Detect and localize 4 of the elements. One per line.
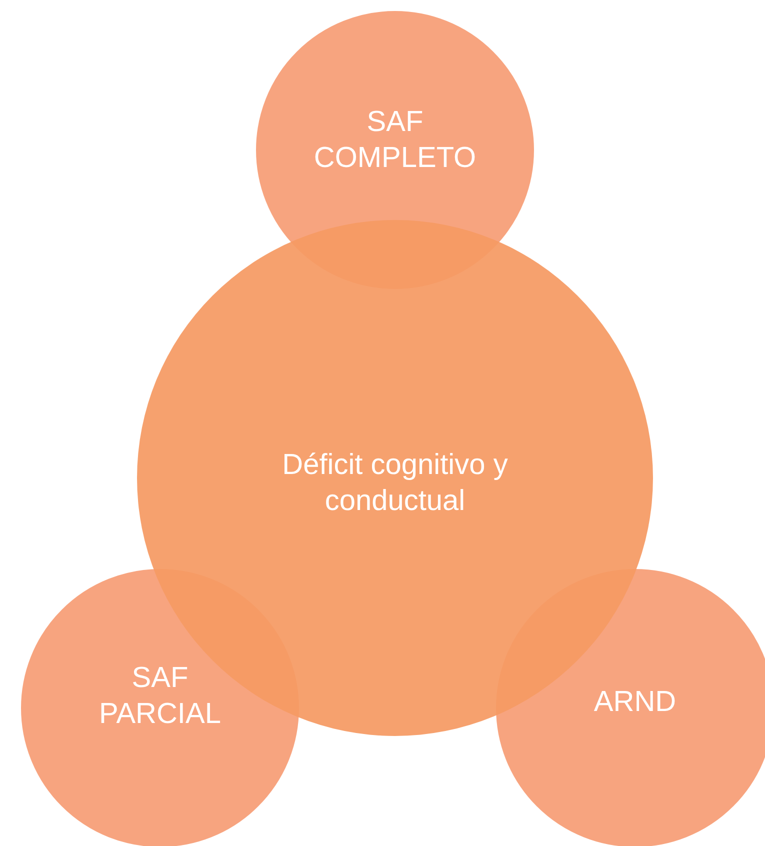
circle-label: SAF COMPLETO <box>312 105 478 176</box>
circle-label: ARND <box>592 685 678 720</box>
circle-label: Déficit cognitivo y conductual <box>281 448 509 519</box>
circle-label: SAF PARCIAL <box>98 661 222 732</box>
